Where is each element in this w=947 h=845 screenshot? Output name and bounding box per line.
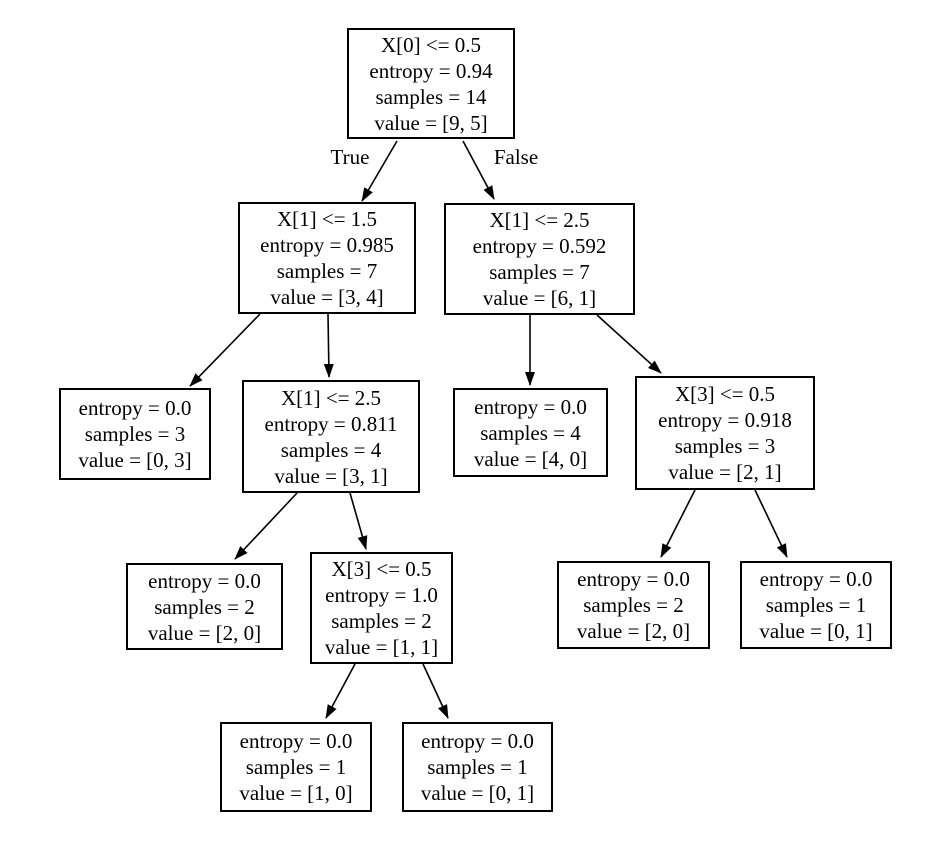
node-value: value = [3, 4] [270, 285, 384, 309]
node-value: value = [6, 1] [482, 286, 597, 310]
node-samples: samples = 3 [674, 434, 776, 458]
node-samples: samples = 1 [245, 755, 347, 779]
tree-edge-8-11 [325, 663, 356, 719]
tree-node-10: entropy = 0.0 samples = 1 value = [0, 1] [740, 561, 892, 649]
node-value: value = [2, 1] [668, 460, 782, 484]
node-condition: X[1] <= 2.5 [489, 208, 590, 232]
node-samples: samples = 1 [427, 755, 528, 779]
node-entropy: entropy = 0.918 [658, 408, 792, 432]
node-condition: X[1] <= 2.5 [280, 385, 382, 410]
node-entropy: entropy = 0.0 [148, 568, 261, 593]
node-entropy: entropy = 0.94 [369, 58, 493, 83]
tree-edge-6-10 [754, 489, 788, 558]
tree-edge-1-4 [323, 313, 334, 378]
node-samples: samples = 14 [375, 84, 487, 109]
tree-node-7: entropy = 0.0 samples = 2 value = [2, 0] [126, 563, 283, 650]
tree-edge-8-12 [422, 663, 449, 719]
node-samples: samples = 7 [276, 259, 378, 283]
tree-node-4: X[1] <= 2.5 entropy = 0.811 samples = 4 … [242, 380, 420, 493]
node-entropy: entropy = 0.811 [264, 411, 398, 436]
node-samples: samples = 2 [331, 609, 432, 633]
tree-node-1: X[1] <= 1.5 entropy = 0.985 samples = 7 … [238, 202, 416, 314]
node-value: value = [0, 1] [420, 781, 535, 805]
tree-edge-2-6 [596, 314, 662, 374]
node-samples: samples = 4 [480, 420, 581, 445]
node-condition: X[0] <= 0.5 [380, 32, 482, 57]
node-value: value = [0, 3] [78, 448, 192, 472]
node-value: value = [1, 1] [324, 635, 439, 659]
node-entropy: entropy = 0.0 [759, 567, 873, 591]
node-value: value = [2, 0] [576, 619, 691, 643]
node-value: value = [9, 5] [374, 110, 488, 135]
node-entropy: entropy = 0.985 [260, 233, 394, 257]
tree-node-12: entropy = 0.0 samples = 1 value = [0, 1] [402, 722, 553, 812]
node-condition: X[3] <= 0.5 [331, 557, 432, 581]
tree-edge-root-true [361, 140, 398, 202]
node-samples: samples = 3 [84, 422, 186, 446]
tree-node-root: X[0] <= 0.5 entropy = 0.94 samples = 14 … [347, 28, 515, 139]
node-value: value = [0, 1] [759, 619, 873, 643]
tree-edge-1-3 [189, 313, 261, 387]
node-samples: samples = 1 [765, 593, 867, 617]
node-entropy: entropy = 0.0 [474, 394, 587, 419]
node-value: value = [2, 0] [147, 620, 262, 645]
tree-edge-root-false [462, 140, 495, 200]
tree-node-11: entropy = 0.0 samples = 1 value = [1, 0] [220, 722, 372, 812]
node-samples: samples = 4 [280, 437, 382, 462]
node-value: value = [3, 1] [274, 463, 388, 488]
tree-node-2: X[1] <= 2.5 entropy = 0.592 samples = 7 … [444, 203, 635, 315]
node-entropy: entropy = 0.0 [239, 729, 353, 753]
node-samples: samples = 7 [489, 260, 590, 284]
tree-edge-6-9 [660, 489, 696, 558]
node-entropy: entropy = 0.0 [421, 729, 534, 753]
tree-node-5: entropy = 0.0 samples = 4 value = [4, 0] [453, 388, 608, 477]
edge-label-false: False [493, 145, 539, 169]
node-entropy: entropy = 0.592 [472, 234, 607, 258]
tree-node-9: entropy = 0.0 samples = 2 value = [2, 0] [557, 561, 710, 649]
node-condition: X[3] <= 0.5 [674, 382, 776, 406]
node-entropy: entropy = 1.0 [325, 583, 438, 607]
tree-edge-4-8 [349, 492, 368, 550]
tree-node-6: X[3] <= 0.5 entropy = 0.918 samples = 3 … [635, 376, 815, 490]
node-value: value = [1, 0] [239, 781, 353, 805]
node-entropy: entropy = 0.0 [78, 396, 192, 420]
node-entropy: entropy = 0.0 [577, 567, 690, 591]
edge-label-true: True [330, 145, 370, 169]
node-condition: X[1] <= 1.5 [276, 207, 378, 231]
tree-node-3: entropy = 0.0 samples = 3 value = [0, 3] [59, 388, 211, 480]
tree-edge-4-7 [234, 492, 298, 560]
node-samples: samples = 2 [583, 593, 684, 617]
tree-node-8: X[3] <= 0.5 entropy = 1.0 samples = 2 va… [310, 552, 453, 664]
node-samples: samples = 2 [154, 594, 255, 619]
node-value: value = [4, 0] [473, 446, 588, 471]
